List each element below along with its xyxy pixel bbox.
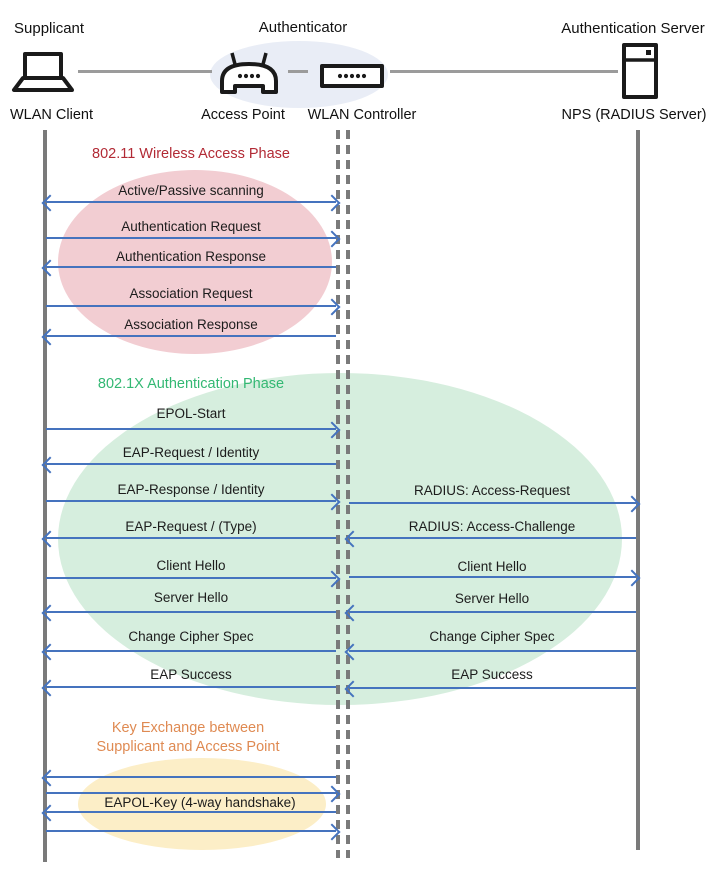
message-arrow-change-cipher-spec-left bbox=[41, 643, 336, 661]
message-label-eap-success-right: EAP Success bbox=[451, 667, 533, 682]
message-arrow-eapol-key-4 bbox=[46, 823, 341, 841]
message-label-client-hello-left: Client Hello bbox=[156, 558, 226, 573]
message-arrow-radius-access-request bbox=[349, 495, 641, 513]
message-arrow-eap-request-type bbox=[41, 530, 336, 548]
message-label-server-hello-left: Server Hello bbox=[153, 590, 229, 605]
key-exchange-phase-title-line2: Supplicant and Access Point bbox=[96, 739, 280, 755]
message-arrow-eapol-key-2 bbox=[46, 785, 341, 803]
message-arrow-epol-start bbox=[46, 421, 341, 439]
authenticator-role-label: Authenticator bbox=[258, 19, 348, 36]
connector-ap-wlc bbox=[288, 70, 308, 73]
message-label-change-cipher-spec-left: Change Cipher Spec bbox=[128, 629, 254, 644]
message-label-active-passive-scanning: Active/Passive scanning bbox=[118, 183, 264, 198]
message-label-association-response: Association Response bbox=[124, 317, 258, 332]
message-arrow-authentication-request bbox=[46, 230, 341, 248]
connector-wlc-server bbox=[390, 70, 618, 73]
key-exchange-phase-ellipse bbox=[78, 758, 326, 850]
message-label-server-hello-right: Server Hello bbox=[454, 591, 530, 606]
message-label-eap-response-identity: EAP-Response / Identity bbox=[117, 482, 265, 497]
message-arrow-eap-success-right bbox=[344, 680, 636, 698]
message-arrow-change-cipher-spec-right bbox=[344, 643, 636, 661]
message-label-change-cipher-spec-right: Change Cipher Spec bbox=[429, 629, 555, 644]
message-label-eapol-key: EAPOL-Key (4-way handshake) bbox=[104, 795, 296, 810]
wlan-client-label: WLAN Client bbox=[10, 107, 93, 123]
message-arrow-eapol-key-3 bbox=[41, 804, 336, 822]
dot1x-auth-phase-title: 802.1X Authentication Phase bbox=[97, 376, 285, 392]
nps-radius-server-label: NPS (RADIUS Server) bbox=[561, 107, 707, 123]
dot1x-auth-phase-ellipse bbox=[58, 373, 622, 705]
message-label-eap-request-type: EAP-Request / (Type) bbox=[125, 519, 257, 534]
message-arrow-eapol-key-1 bbox=[41, 769, 336, 787]
message-label-authentication-request: Authentication Request bbox=[121, 219, 261, 234]
message-arrow-association-response bbox=[41, 328, 336, 346]
message-arrow-eap-request-identity bbox=[41, 456, 336, 474]
wireless-access-phase-ellipse bbox=[58, 170, 332, 354]
message-arrow-association-request bbox=[46, 298, 341, 316]
message-arrow-eap-success-left bbox=[41, 679, 336, 697]
message-label-radius-access-challenge: RADIUS: Access-Challenge bbox=[408, 519, 576, 534]
message-label-association-request: Association Request bbox=[129, 286, 253, 301]
message-arrow-client-hello-right bbox=[349, 569, 641, 587]
message-label-eap-success-left: EAP Success bbox=[150, 667, 232, 682]
message-arrow-authentication-response bbox=[41, 259, 336, 277]
access-point-icon bbox=[220, 52, 278, 94]
wlan-client-lifeline bbox=[43, 130, 47, 862]
message-arrow-radius-access-challenge bbox=[344, 530, 636, 548]
message-arrow-server-hello-left bbox=[41, 604, 336, 622]
message-arrow-active-passive-scanning bbox=[41, 194, 341, 212]
wlan-controller-label: WLAN Controller bbox=[307, 107, 417, 123]
access-point-label: Access Point bbox=[201, 107, 285, 123]
message-label-eap-request-identity: EAP-Request / Identity bbox=[122, 445, 260, 460]
supplicant-role-label: Supplicant bbox=[14, 20, 85, 37]
server-icon bbox=[622, 43, 658, 99]
message-arrow-server-hello-right bbox=[344, 604, 636, 622]
authenticator-lifeline-right bbox=[346, 130, 350, 858]
connector-client-ap bbox=[78, 70, 212, 73]
message-label-radius-access-request: RADIUS: Access-Request bbox=[413, 483, 571, 498]
authentication-server-role-label: Authentication Server bbox=[561, 20, 705, 37]
wireless-access-phase-title: 802.11 Wireless Access Phase bbox=[92, 146, 290, 162]
laptop-icon bbox=[12, 52, 74, 92]
wlan-controller-icon bbox=[320, 64, 384, 88]
authenticator-lifeline-left bbox=[336, 130, 340, 858]
message-arrow-eap-response-identity bbox=[46, 493, 341, 511]
message-label-authentication-response: Authentication Response bbox=[115, 249, 267, 264]
message-arrow-client-hello-left bbox=[46, 570, 341, 588]
message-label-client-hello-right: Client Hello bbox=[457, 559, 527, 574]
radius-server-lifeline bbox=[636, 130, 640, 850]
key-exchange-phase-title-line1: Key Exchange between bbox=[111, 720, 265, 736]
message-label-epol-start: EPOL-Start bbox=[156, 406, 226, 421]
